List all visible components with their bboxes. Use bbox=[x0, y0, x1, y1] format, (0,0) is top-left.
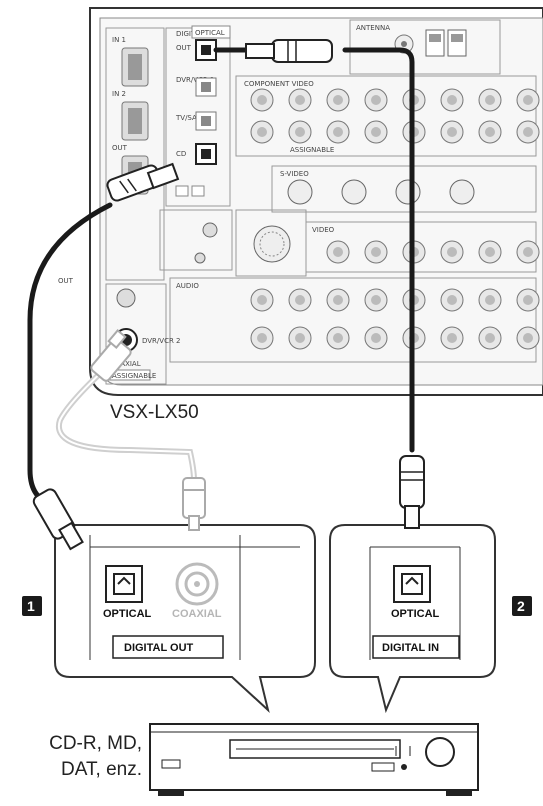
rca-jack-center bbox=[371, 247, 381, 257]
source-device bbox=[150, 724, 478, 796]
svg-text:ANTENNA: ANTENNA bbox=[356, 24, 390, 32]
optical-out-jack[interactable] bbox=[106, 566, 142, 602]
rca-jack-center bbox=[523, 95, 533, 105]
optical-out-port[interactable] bbox=[196, 40, 216, 60]
rca-jack-center bbox=[523, 247, 533, 257]
rca-jack-center bbox=[295, 333, 305, 343]
optical-label: OPTICAL bbox=[103, 608, 152, 620]
digital-in-label: DIGITAL IN bbox=[382, 642, 439, 654]
rca-jack-center bbox=[333, 295, 343, 305]
rca-jack-center bbox=[371, 127, 381, 137]
rca-jack-center bbox=[333, 127, 343, 137]
digital-out-label: DIGITAL OUT bbox=[124, 642, 194, 654]
rca-jack-center bbox=[295, 127, 305, 137]
svideo-jack bbox=[450, 180, 474, 204]
optical-in-jack[interactable] bbox=[394, 566, 430, 602]
svg-text:COMPONENT VIDEO: COMPONENT VIDEO bbox=[244, 80, 314, 88]
rca-jack-center bbox=[523, 333, 533, 343]
svg-text:VIDEO: VIDEO bbox=[312, 226, 335, 234]
svg-text:IN 1: IN 1 bbox=[112, 36, 126, 44]
rca-jack-center bbox=[257, 95, 267, 105]
rca-jack-center bbox=[447, 295, 457, 305]
optical-label-2: OPTICAL bbox=[391, 608, 440, 620]
svg-text:DVR/VCR 2: DVR/VCR 2 bbox=[142, 337, 181, 345]
svideo-jack bbox=[288, 180, 312, 204]
rca-jack-center bbox=[257, 333, 267, 343]
rca-jack-center bbox=[447, 247, 457, 257]
coaxial-label: COAXIAL bbox=[172, 608, 222, 620]
rca-jack-center bbox=[371, 295, 381, 305]
rca-jack-center bbox=[333, 247, 343, 257]
svg-text:ASSIGNABLE: ASSIGNABLE bbox=[112, 372, 156, 380]
rca-jack-center bbox=[257, 295, 267, 305]
rca-jack-center bbox=[485, 333, 495, 343]
badge-1: 1 bbox=[22, 596, 42, 616]
svg-text:OPTICAL: OPTICAL bbox=[195, 29, 225, 37]
rca-jack-center bbox=[485, 247, 495, 257]
svg-text:OUT: OUT bbox=[58, 277, 74, 285]
optical-plug-receiver-out bbox=[246, 40, 332, 62]
coaxial-plug-device bbox=[183, 478, 205, 530]
svideo-jack bbox=[396, 180, 420, 204]
rca-jack-center bbox=[295, 95, 305, 105]
rca-jack-center bbox=[523, 295, 533, 305]
rca-jack-center bbox=[447, 127, 457, 137]
optical-in-cd-port[interactable] bbox=[196, 144, 216, 164]
svg-text:IN 2: IN 2 bbox=[112, 90, 126, 98]
svg-text:ASSIGNABLE: ASSIGNABLE bbox=[290, 146, 334, 154]
svg-text:CD: CD bbox=[176, 150, 186, 158]
rca-jack-center bbox=[485, 95, 495, 105]
rca-jack-center bbox=[485, 295, 495, 305]
svg-text:S-VIDEO: S-VIDEO bbox=[280, 170, 309, 178]
callout-2: OPTICAL DIGITAL IN bbox=[330, 525, 495, 710]
callout-1: OPTICAL COAXIAL DIGITAL OUT bbox=[55, 525, 315, 710]
rca-jack-center bbox=[333, 95, 343, 105]
receiver-back-panel: IN 1 IN 2 OUT DIGITAL OPTICAL OUT DVR/VC… bbox=[58, 8, 543, 395]
rca-jack-center bbox=[523, 127, 533, 137]
device-label-line1: CD-R, MD, bbox=[49, 733, 142, 754]
svg-text:2: 2 bbox=[517, 598, 525, 614]
coaxial-out-jack[interactable] bbox=[177, 564, 217, 604]
optical-plug-device-in bbox=[400, 456, 424, 528]
svg-text:1: 1 bbox=[27, 598, 35, 614]
rca-jack-center bbox=[485, 127, 495, 137]
svg-text:OUT: OUT bbox=[176, 44, 192, 52]
model-label: VSX-LX50 bbox=[110, 402, 199, 423]
rca-jack-center bbox=[371, 95, 381, 105]
rca-jack-center bbox=[257, 127, 267, 137]
svideo-jack bbox=[342, 180, 366, 204]
badge-2: 2 bbox=[512, 596, 532, 616]
rca-jack-center bbox=[447, 333, 457, 343]
rca-jack-center bbox=[447, 95, 457, 105]
svg-text:OUT: OUT bbox=[112, 144, 128, 152]
device-label-line2: DAT, enz. bbox=[61, 759, 142, 780]
rca-jack-center bbox=[295, 295, 305, 305]
rca-jack-center bbox=[333, 333, 343, 343]
svg-text:AUDIO: AUDIO bbox=[176, 282, 199, 290]
rca-jack-center bbox=[371, 333, 381, 343]
